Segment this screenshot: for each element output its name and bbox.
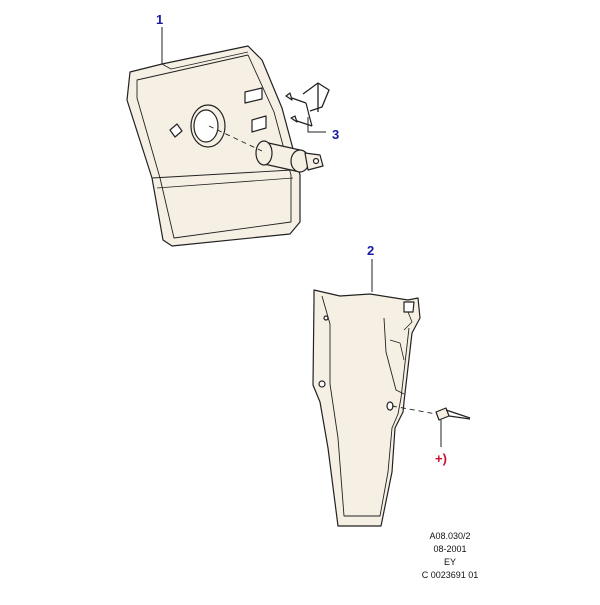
callout-part-1: 1 — [156, 12, 164, 27]
spring-clip-part-icon — [285, 82, 330, 127]
bushing-sleeve-part-icon — [255, 140, 324, 173]
callout-fastener-note: +) — [435, 451, 447, 466]
callout-part-2: 2 — [367, 243, 375, 258]
trim-bracket-part-icon — [312, 289, 421, 527]
catalog-number: C 0023691 01 — [421, 570, 479, 580]
drawing-region: EY — [443, 557, 456, 567]
callout-part-3: 3 — [332, 127, 340, 142]
drawing-date: 08-2001 — [433, 544, 467, 554]
alignment-line-bushing — [208, 125, 263, 152]
rivet-fastener-part-icon — [435, 407, 471, 421]
drawing-code: A08.030/2 — [429, 531, 471, 541]
drawing-reference-block: A08.030/2 08-2001 EY C 0023691 01 — [390, 530, 510, 582]
leader-line-part-3 — [307, 117, 326, 133]
alignment-line-rivet — [391, 405, 437, 415]
reinforcement-panel-part-icon — [126, 45, 301, 247]
